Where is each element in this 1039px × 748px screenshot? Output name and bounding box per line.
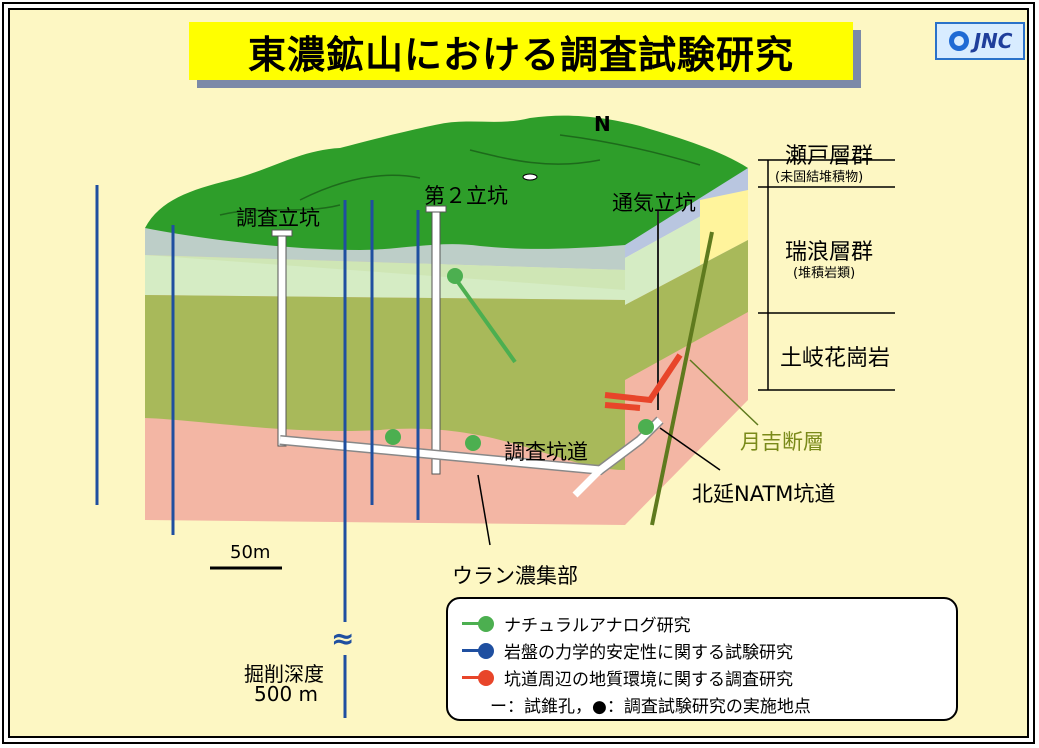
second-shaft-label: 第２立坑 <box>424 184 508 208</box>
logo-text: JNC <box>973 29 1013 53</box>
toki-granite-label: 土岐花崗岩 <box>780 346 891 371</box>
jnc-logo: JNC <box>935 22 1025 60</box>
legend-note: ー：試錐孔，●：調査試験研究の実施地点 <box>490 697 811 717</box>
depth-value: 500 m <box>254 682 319 706</box>
legend-label: ナチュラルアナログ研究 <box>504 616 691 636</box>
second-shaft-collar <box>425 205 447 213</box>
legend-blue-symbol-icon <box>462 642 494 659</box>
legend-green-symbol-icon <box>462 615 494 632</box>
natm-leader <box>659 427 721 471</box>
mizunami-group-note: (堆積岩類) <box>793 266 856 281</box>
ventilation-shaft-label: 通気立坑 <box>612 191 696 215</box>
uranium-zone-label: ウラン濃集部 <box>452 564 578 588</box>
block-side-yellow-band <box>700 190 748 265</box>
seto-group-note: (未固結堆積物) <box>775 170 864 185</box>
legend-box: ナチュラルアナログ研究 岩盤の力学的安定性に関する試験研究 坑道周辺の地質環境に… <box>446 597 958 721</box>
block-side-seto <box>625 168 748 258</box>
survey-shaft <box>277 235 287 447</box>
scale-label: 50m <box>230 542 271 563</box>
north-mark-ellipse <box>522 173 538 181</box>
seto-group-label: 瀬戸層群 <box>785 144 874 169</box>
north-label: N <box>594 112 611 136</box>
fault-leader <box>689 359 759 426</box>
page-title: 東濃鉱山における調査試験研究 <box>189 22 853 80</box>
logo-mark-icon <box>948 31 969 51</box>
analogue-point-4 <box>638 419 654 435</box>
legend-red-symbol-icon <box>462 669 494 686</box>
legend-item-analogue: ナチュラルアナログ研究 <box>462 611 691 636</box>
analogue-point-2 <box>385 429 401 445</box>
analogue-borehole <box>453 276 517 364</box>
uranium-leader <box>477 474 491 546</box>
tsukiyoshi-fault-label: 月吉断層 <box>740 430 824 454</box>
legend-label: 坑道周辺の地質環境に関する調査研究 <box>504 670 793 690</box>
tsukiyoshi-fault-line <box>650 231 714 526</box>
legend-item-rock-stability: 岩盤の力学的安定性に関する試験研究 <box>462 638 793 663</box>
legend-item-tunnel-environment: 坑道周辺の地質環境に関する調査研究 <box>462 665 793 690</box>
natm-tunnel-label: 北延NATM坑道 <box>692 482 836 506</box>
terrain-top <box>145 115 748 250</box>
second-shaft <box>431 211 441 475</box>
tunnel-branch <box>572 467 603 498</box>
survey-tunnel-label: 調査坑道 <box>504 440 588 464</box>
break-mark: ≈ <box>331 622 355 655</box>
block-side-mizunami <box>625 240 748 380</box>
analogue-point-1 <box>447 268 463 284</box>
title-banner: 東濃鉱山における調査試験研究 <box>189 22 861 88</box>
depth-label: 掘削深度 <box>244 662 324 686</box>
front-mizunami-lower <box>145 295 625 470</box>
survey-shaft-collar <box>271 229 293 237</box>
terrain-contours <box>219 134 701 216</box>
legend-label: 岩盤の力学的安定性に関する試験研究 <box>504 643 793 663</box>
analogue-point-3 <box>465 435 481 451</box>
mizunami-group-label: 瑞浪層群 <box>785 240 874 265</box>
environment-boreholes <box>604 353 683 411</box>
front-mizunami-light <box>145 255 625 300</box>
survey-shaft-label: 調査立坑 <box>236 206 320 230</box>
